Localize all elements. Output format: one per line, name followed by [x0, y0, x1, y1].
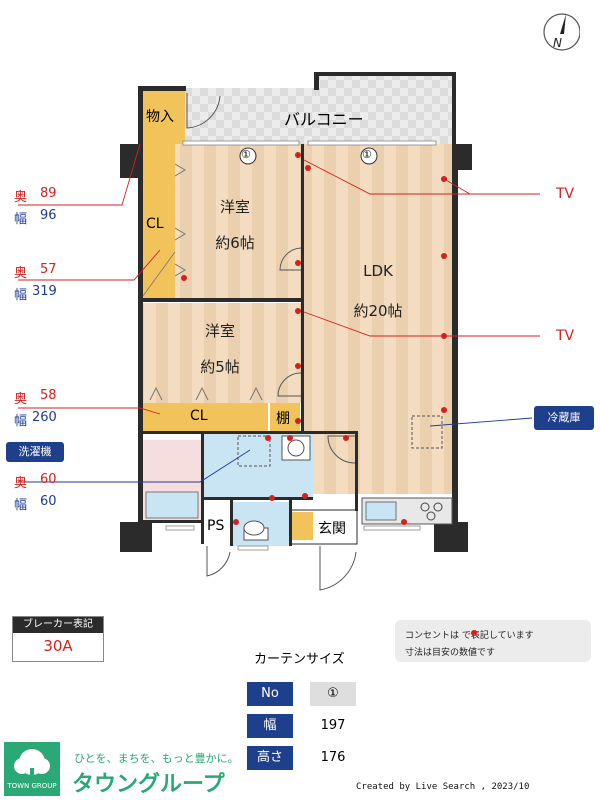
curtain-no-value: ① — [310, 682, 356, 706]
notes-box: コンセントは で表記しています 寸法は目安の数値です — [395, 620, 591, 662]
depth-value: 60 — [40, 472, 57, 487]
depth-label: 奥 — [14, 190, 28, 205]
credit-text: Created by Live Search , 2023/10 — [356, 782, 530, 792]
width-label: 幅 — [14, 414, 28, 429]
closet-horizontal — [143, 403, 268, 431]
western1-name: 洋室 — [219, 198, 250, 216]
company-logo: TOWN GROUP — [4, 742, 60, 796]
breaker-value: 30A — [43, 637, 73, 655]
width-label: 幅 — [14, 288, 28, 303]
curtain-title: カーテンサイズ — [254, 652, 345, 667]
compass-label: N — [553, 36, 562, 50]
window-mark-2: ① — [362, 148, 372, 161]
company-tagline: ひとを、まちを、もっと豊かに。 — [74, 752, 239, 765]
western2-name: 洋室 — [204, 322, 235, 340]
tv-label-1: TV — [556, 186, 575, 202]
logo-text: TOWN GROUP — [7, 782, 57, 790]
balcony-label: バルコニー — [284, 110, 364, 129]
note-line-1: コンセントは で表記しています — [405, 631, 534, 641]
western2-size: 約5帖 — [200, 358, 240, 376]
curtain-height-value: 176 — [320, 750, 346, 765]
shelf-label: 棚 — [276, 411, 290, 427]
fridge-label: 冷蔵庫 — [547, 411, 581, 424]
shelf-area — [270, 403, 300, 431]
ldk-size: 約20帖 — [353, 302, 403, 320]
company-name: タウングループ — [72, 772, 225, 797]
width-value: 96 — [40, 208, 57, 223]
western-room-1 — [175, 144, 301, 298]
floor-plan — [18, 72, 540, 591]
ps-label: PS — [207, 518, 225, 534]
entrance-label: 玄関 — [318, 521, 346, 537]
western1-size: 約6帖 — [215, 234, 255, 252]
tv-label-2: TV — [556, 328, 575, 344]
balcony-area — [185, 88, 453, 144]
closet-vertical-label: CL — [146, 216, 164, 232]
depth-value: 57 — [40, 262, 57, 277]
depth-label: 奥 — [14, 266, 28, 281]
western-room-2 — [143, 303, 301, 403]
curtain-width-value: 197 — [320, 718, 346, 733]
width-value: 319 — [32, 284, 57, 299]
curtain-height-label: 高さ — [247, 746, 293, 770]
closet-horizontal-label: CL — [190, 408, 208, 424]
breaker-title: ブレーカー表記 — [13, 617, 103, 633]
tree-icon — [14, 749, 50, 780]
badge-washer: 洗濯機 — [6, 442, 64, 462]
washer-label: 洗濯機 — [18, 445, 52, 458]
badge-fridge: 冷蔵庫 — [534, 406, 594, 430]
width-value: 60 — [40, 494, 57, 509]
note-line-2: 寸法は目安の数値です — [405, 648, 496, 658]
depth-label: 奥 — [14, 476, 28, 491]
width-label: 幅 — [14, 212, 28, 227]
depth-value: 89 — [40, 186, 57, 201]
breaker-box: ブレーカー表記 30A — [12, 616, 104, 662]
curtain-width-label: 幅 — [247, 714, 293, 738]
depth-value: 58 — [40, 388, 57, 403]
curtain-no-label: No — [247, 682, 293, 706]
width-value: 260 — [32, 410, 57, 425]
storage-label: 物入 — [146, 109, 174, 125]
width-label: 幅 — [14, 498, 28, 513]
outlet-icon — [471, 630, 477, 636]
closet-vertical — [143, 144, 175, 298]
depth-label: 奥 — [14, 392, 28, 407]
storage-area — [143, 91, 185, 144]
window-mark-1: ① — [241, 148, 251, 161]
ldk-name: LDK — [363, 262, 393, 280]
